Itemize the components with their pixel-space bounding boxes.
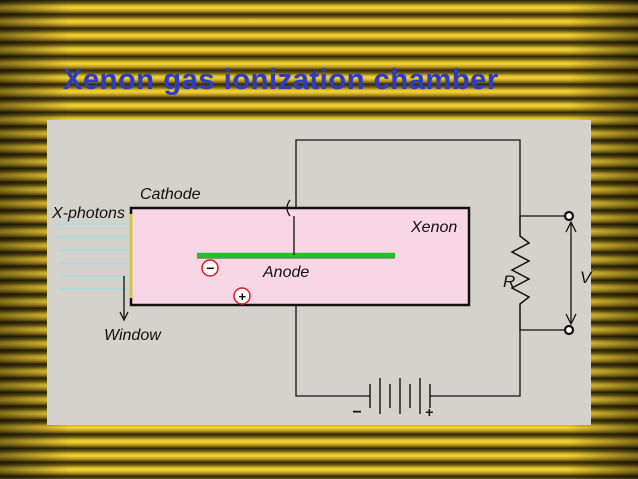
- resistor: [510, 216, 531, 330]
- battery-negative-label: −: [352, 404, 361, 421]
- positive-ion: +: [233, 287, 251, 305]
- voltage-arrow: [565, 220, 577, 326]
- xenon-chamber: [129, 206, 471, 307]
- cathode-label: Cathode: [140, 186, 201, 203]
- anode-label: Anode: [262, 264, 309, 281]
- xenon-label: Xenon: [410, 219, 457, 236]
- positive-ion-sign: +: [238, 289, 246, 304]
- terminal-top: [563, 210, 575, 222]
- circuit-wire-top: [295, 139, 566, 217]
- window-pointer: [119, 276, 129, 322]
- negative-ion: −: [201, 259, 219, 277]
- resistor-label: R: [503, 272, 515, 291]
- circuit-wire-bottom: [295, 305, 566, 397]
- negative-ion-sign: −: [206, 260, 214, 276]
- terminal-bottom: [563, 324, 575, 336]
- battery-positive-label: +: [425, 404, 433, 420]
- wire-crossover: [286, 199, 291, 217]
- x-photon-beam: [58, 223, 128, 290]
- x-photons-label: X-photons: [51, 205, 125, 222]
- voltage-label: V: [580, 268, 593, 287]
- slide-title: Xenon gas ionization chamber: [63, 64, 499, 96]
- window-label: Window: [104, 327, 162, 344]
- battery: [369, 378, 431, 414]
